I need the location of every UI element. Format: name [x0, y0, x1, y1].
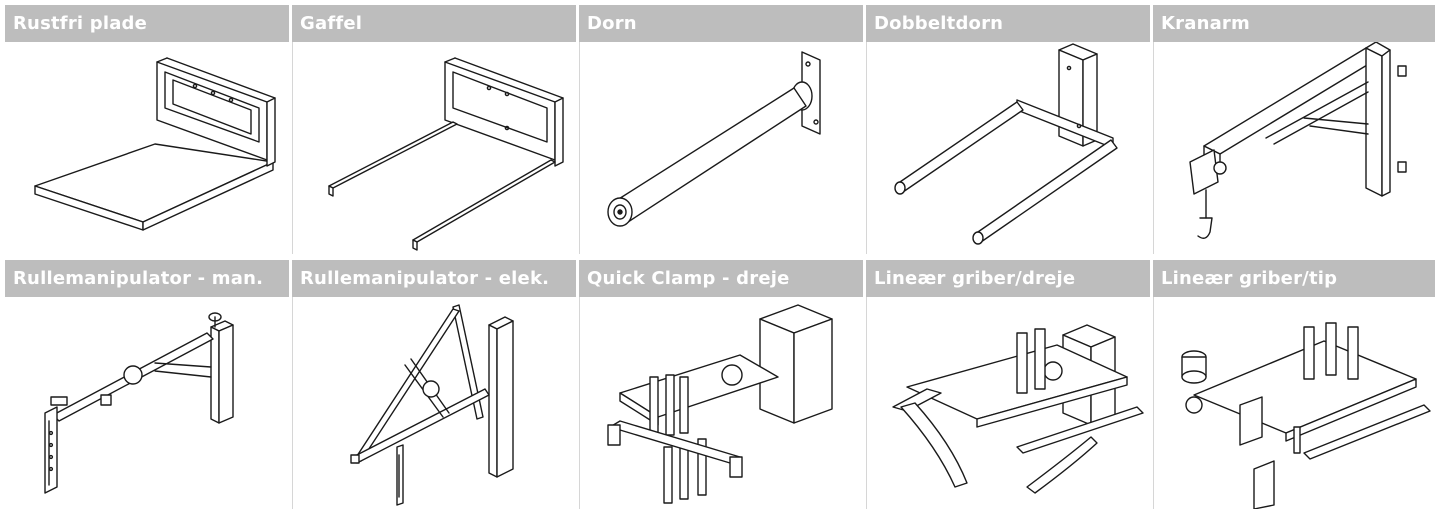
tile-lineaer-griber-dreje[interactable]: Lineær griber/dreje [866, 260, 1150, 517]
tile-title: Dorn [579, 5, 863, 42]
crane-arm-icon [1153, 42, 1435, 254]
tile-title: Lineær griber/tip [1153, 260, 1435, 297]
tile-title: Kranarm [1153, 5, 1435, 42]
tile-quick-clamp-dreje[interactable]: Quick Clamp - dreje [579, 260, 863, 517]
product-grid: Rustfri plade Gaffel [5, 5, 1435, 517]
tile-title: Rustfri plade [5, 5, 289, 42]
tile-title: Dobbeltdorn [866, 5, 1150, 42]
double-mandrel-icon [866, 42, 1150, 254]
linear-gripper-tip-icon [1153, 297, 1435, 509]
tile-lineaer-griber-tip[interactable]: Lineær griber/tip [1153, 260, 1435, 517]
tile-title: Rullemanipulator - elek. [292, 260, 576, 297]
stainless-plate-icon [5, 42, 289, 254]
fork-icon [292, 42, 576, 254]
tile-dobbeltdorn[interactable]: Dobbeltdorn [866, 5, 1150, 255]
linear-gripper-rotate-icon [866, 297, 1150, 509]
tile-title: Lineær griber/dreje [866, 260, 1150, 297]
tile-title: Quick Clamp - dreje [579, 260, 863, 297]
tile-rullemanipulator-elek[interactable]: Rullemanipulator - elek. [292, 260, 576, 517]
tile-gaffel[interactable]: Gaffel [292, 5, 576, 255]
tile-title: Gaffel [292, 5, 576, 42]
mandrel-icon [579, 42, 863, 254]
quick-clamp-rotate-icon [579, 297, 863, 509]
tile-rullemanipulator-man[interactable]: Rullemanipulator - man. [5, 260, 289, 517]
tile-kranarm[interactable]: Kranarm [1153, 5, 1435, 255]
tile-rustfri-plade[interactable]: Rustfri plade [5, 5, 289, 255]
tile-title: Rullemanipulator - man. [5, 260, 289, 297]
tile-dorn[interactable]: Dorn [579, 5, 863, 255]
roll-manipulator-electric-icon [292, 297, 576, 509]
roll-manipulator-manual-icon [5, 297, 289, 509]
